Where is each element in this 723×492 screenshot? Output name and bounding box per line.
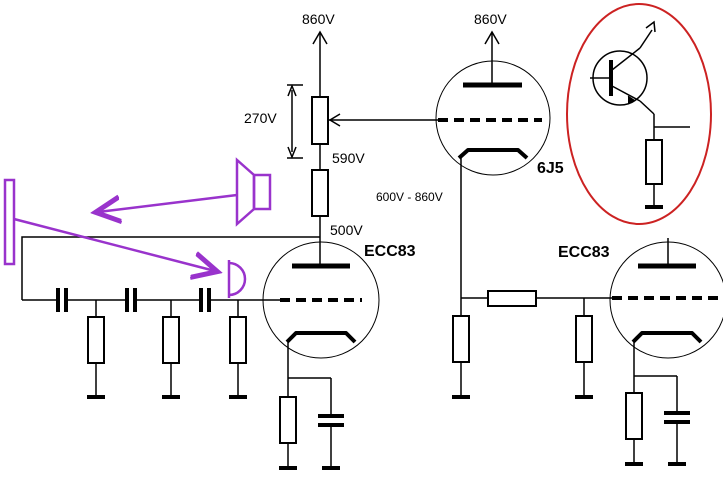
tube-label-ecc83-left: ECC83	[364, 243, 416, 260]
tube-ecc83-left	[262, 241, 380, 359]
node-500-label: 500V	[330, 222, 363, 238]
rc-ladder	[22, 288, 280, 399]
supply-label-right: 860V	[474, 11, 507, 27]
range-6j5-label: 600V - 860V	[376, 190, 443, 204]
tube-6j5	[435, 60, 551, 176]
tube-ecc83-right	[609, 238, 723, 359]
highlight-oval	[566, 3, 712, 225]
pot-range-label: 270V	[244, 110, 277, 126]
node-590-label: 590V	[332, 150, 365, 166]
supply-arrow-icon	[312, 30, 328, 45]
reflector-plate	[3, 178, 16, 266]
cathode-follower-network	[452, 158, 612, 399]
supply-arrow-icon	[484, 30, 500, 45]
acoustic-path	[3, 157, 272, 298]
supply-label-left: 860V	[302, 11, 335, 27]
wiper-arrow-icon	[328, 113, 341, 127]
speaker-icon	[235, 157, 272, 227]
tube-label-6j5: 6J5	[537, 160, 564, 177]
plate-load-resistor	[311, 169, 329, 265]
transistor-icon	[590, 20, 690, 140]
cathode-network-right	[625, 342, 690, 466]
potentiometer	[311, 96, 438, 170]
left-supply-rail: 860V	[302, 11, 335, 97]
transistor-inset	[566, 3, 712, 225]
feedback-wire	[21, 236, 320, 300]
microphone-icon	[227, 260, 247, 298]
right-supply-rail: 860V	[474, 11, 507, 85]
cathode-network-left	[279, 342, 344, 470]
pot-range-dimension: 270V	[244, 83, 303, 160]
tube-label-ecc83-right: ECC83	[558, 244, 610, 261]
